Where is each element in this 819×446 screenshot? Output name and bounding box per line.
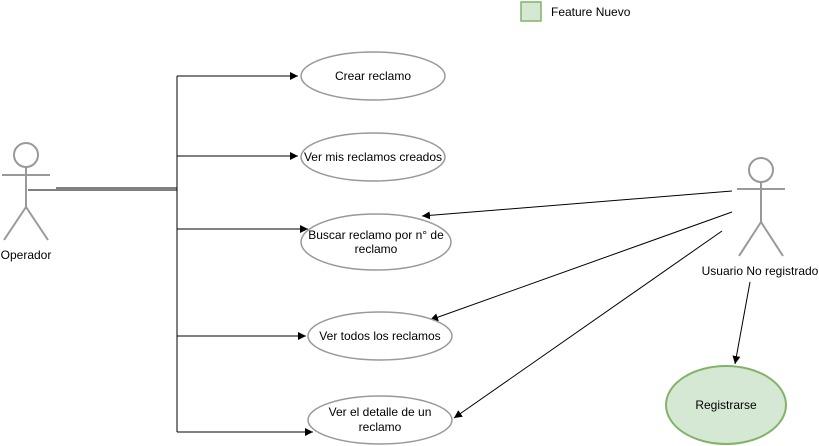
actor-usuario-label: Usuario No registrado [702, 264, 819, 278]
usecase-ver-todos-reclamos-label: Ver todos los reclamos [319, 329, 440, 343]
actor-usuario-head [748, 157, 774, 183]
actor-operador-leg-left [3, 206, 27, 241]
actor-usuario-leg-right [760, 221, 784, 257]
usecase-ver-detalle: Ver el detalle de un reclamo [307, 395, 453, 445]
actor-operador: Operador [1, 142, 52, 262]
usecase-crear-reclamo-shape [300, 51, 446, 101]
usecase-crear-reclamo-label: Crear reclamo [335, 69, 411, 83]
usecase-buscar-reclamo-label-line1: Buscar reclamo por n° de [308, 228, 444, 242]
usecase-ver-todos-reclamos: Ver todos los reclamos [307, 311, 453, 361]
usecase-buscar-reclamo: Buscar reclamo por n° de reclamo [300, 213, 452, 271]
operador-connectors [28, 72, 313, 436]
usecase-ver-detalle-label-line2: reclamo [359, 420, 402, 434]
usecase-ver-detalle-label-line1: Ver el detalle de un [329, 405, 432, 419]
actor-operador-head [13, 142, 39, 168]
actor-operador-leg-right [25, 206, 49, 241]
legend-label: Feature Nuevo [551, 5, 631, 19]
usecase-crear-reclamo: Crear reclamo [300, 51, 446, 101]
usecase-registrarse: Registrarse [665, 365, 787, 445]
usecase-buscar-reclamo-label-line2: reclamo [355, 242, 398, 256]
usecase-ver-todos-reclamos-shape [307, 311, 453, 361]
usuario-link-ver-todos [429, 211, 733, 322]
usecase-registrarse-shape [665, 365, 787, 445]
actor-operador-label: Operador [1, 248, 52, 262]
legend-swatch [520, 1, 542, 22]
usuario-link-detalle [453, 230, 723, 419]
usecase-ver-mis-reclamos: Ver mis reclamos creados [300, 132, 446, 182]
usuario-connectors [421, 190, 751, 419]
actor-usuario-no-registrado: Usuario No registrado [702, 157, 819, 278]
usecase-ver-mis-reclamos-shape [300, 132, 446, 182]
usecase-ver-detalle-shape [307, 395, 453, 445]
usuario-link-registrarse [732, 281, 751, 365]
legend: Feature Nuevo [520, 1, 631, 22]
usuario-link-buscar [421, 190, 733, 220]
actor-usuario-leg-left [738, 221, 762, 257]
usecase-buscar-reclamo-shape [300, 213, 452, 271]
usecase-registrarse-label: Registrarse [695, 398, 757, 412]
usecase-ver-mis-reclamos-label: Ver mis reclamos creados [304, 150, 442, 164]
